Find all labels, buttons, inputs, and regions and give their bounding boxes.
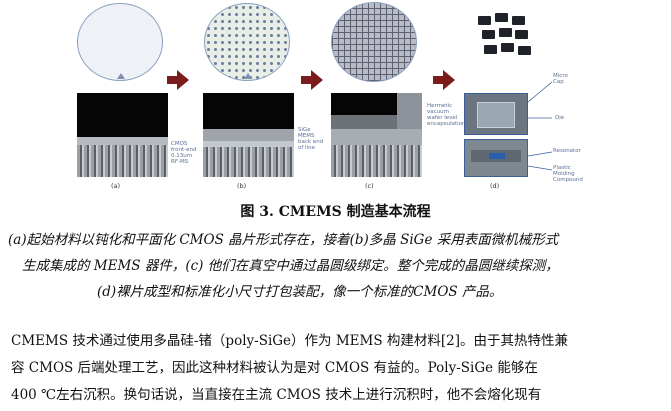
package-top-view [464, 93, 528, 135]
chip [501, 43, 514, 52]
wafer-a [77, 3, 163, 81]
chip [484, 45, 497, 54]
panel-label-a: (a) [111, 182, 121, 190]
panel-label-c: (c) [365, 182, 374, 190]
chip [482, 30, 495, 39]
body-line-2: 容 CMOS 后端处理工艺，因此这种材料被认为是对 CMOS 有益的。Poly-… [11, 360, 538, 376]
caption-line-2: 生成集成的 MEMS 器件，(c) 他们在真空中通过晶圆级绑定。整个完成的晶圆继… [22, 258, 559, 274]
chip [518, 46, 531, 55]
package-cross-section [464, 139, 528, 177]
figure-title: 图 3. CMEMS 制造基本流程 [240, 204, 431, 220]
cmos-annotation: CMOS front-end 0.13um RF-MS [171, 141, 197, 165]
micro-cap-annotation: Micro Cap [553, 73, 568, 85]
leader-lines [527, 81, 553, 171]
chip [512, 16, 525, 25]
chip [478, 16, 491, 25]
plastic-annotation: Plastic Molding Compound [553, 165, 583, 183]
resonator-annotation: Resonator [553, 148, 581, 154]
cross-section-c [331, 93, 422, 177]
panel-label-b: (b) [237, 182, 247, 190]
wafer-notch-icon [244, 73, 252, 79]
wafer-b [204, 3, 290, 81]
hermetic-annotation: Hermetic vacuum wafer level encapsulatio… [427, 103, 466, 127]
wafer-c [331, 2, 417, 82]
process-arrow-icon [433, 70, 455, 90]
sige-annotation: SiGe MEMS back end of line [298, 127, 324, 151]
process-arrow-icon [301, 70, 323, 90]
wafer-notch-icon [117, 73, 125, 79]
body-line-3: 400 ℃左右沉积。换句话说，当直接在主流 CMOS 技术上进行沉积时，他不会熔… [11, 387, 542, 403]
panel-label-d: (d) [490, 182, 500, 190]
process-arrow-icon [167, 70, 189, 90]
cross-section-a [77, 93, 168, 177]
caption-line-3: (d)裸片成型和标准化小尺寸打包装配，像一个标准的CMOS 产品。 [97, 284, 503, 300]
chip [515, 30, 528, 39]
caption-line-1: (a)起始材料以钝化和平面化 CMOS 晶片形式存在，接着(b)多晶 SiGe … [8, 232, 559, 248]
chip [499, 28, 512, 37]
chip [495, 13, 508, 22]
die-annotation: Die [555, 115, 565, 121]
body-line-1: CMEMS 技术通过使用多晶硅-锗（poly-SiGe）作为 MEMS 构建材料… [11, 333, 568, 349]
cross-section-b [203, 93, 294, 177]
